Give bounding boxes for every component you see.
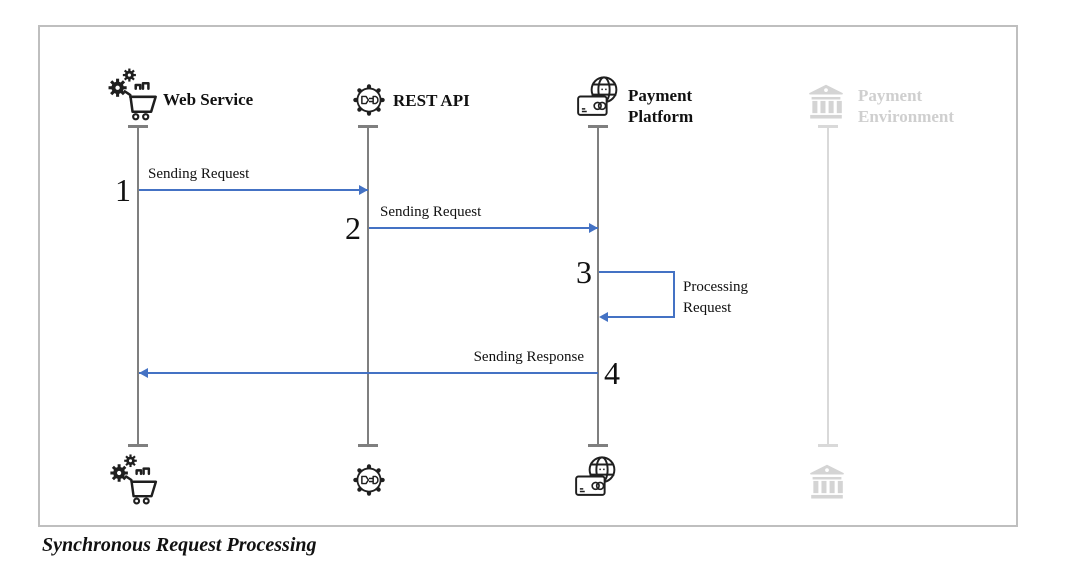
lifeline-cap (818, 444, 838, 447)
lifeline-line (597, 127, 599, 445)
message-2-label: Sending Request (380, 204, 482, 220)
cart-gears-icon (104, 66, 162, 124)
message-2-arrow-line (369, 227, 598, 229)
diagram-frame (38, 25, 1018, 527)
bank-icon (802, 459, 852, 505)
lifeline-line (367, 127, 369, 445)
lifeline-payment-platform (588, 125, 608, 447)
message-1-label: Sending Request (148, 166, 250, 182)
lifeline-cap (358, 444, 378, 447)
lifeline-cap (588, 444, 608, 447)
lifeline-cap (128, 125, 148, 128)
message-1-arrow-line (139, 189, 368, 191)
lifeline-cap (818, 125, 838, 128)
message-4-arrow-line (139, 372, 598, 374)
message-3-loop-right (673, 271, 675, 318)
lifeline-cap (128, 444, 148, 447)
lifeline-line (137, 127, 139, 445)
globe-card-icon (574, 74, 622, 122)
message-3-arrowhead-icon (599, 312, 608, 322)
diagram-caption: Synchronous Request Processing (42, 534, 317, 556)
lifeline-payment-environment (818, 125, 838, 447)
gear-plug-icon (350, 81, 388, 119)
lifeline-web-service (128, 125, 148, 447)
actor-label-payment-environment: Payment Environment (858, 86, 955, 126)
actor-label-payment-platform: Payment Platform (628, 86, 694, 126)
message-3-loop-bottom (607, 316, 675, 318)
message-3-label: Processing Request (683, 279, 748, 316)
lifeline-cap (588, 125, 608, 128)
step-number-4: 4 (604, 355, 620, 391)
step-number-3: 3 (576, 254, 592, 290)
step-number-1: 1 (115, 172, 131, 208)
gear-plug-icon (350, 461, 388, 499)
message-3-loop-top (599, 271, 675, 273)
message-4-label: Sending Response (473, 349, 584, 365)
step-number-2: 2 (345, 210, 361, 246)
message-2-arrowhead-icon (589, 223, 598, 233)
lifeline-line (827, 127, 829, 445)
actor-label-web-service: Web Service (163, 90, 254, 109)
bank-icon (801, 79, 851, 125)
globe-card-icon (572, 454, 620, 502)
message-4-arrowhead-icon (139, 368, 148, 378)
message-1-arrowhead-icon (359, 185, 368, 195)
cart-gears-icon (106, 452, 162, 508)
lifeline-cap (358, 125, 378, 128)
lifeline-rest-api (358, 125, 378, 447)
actor-label-rest-api: REST API (393, 91, 470, 110)
